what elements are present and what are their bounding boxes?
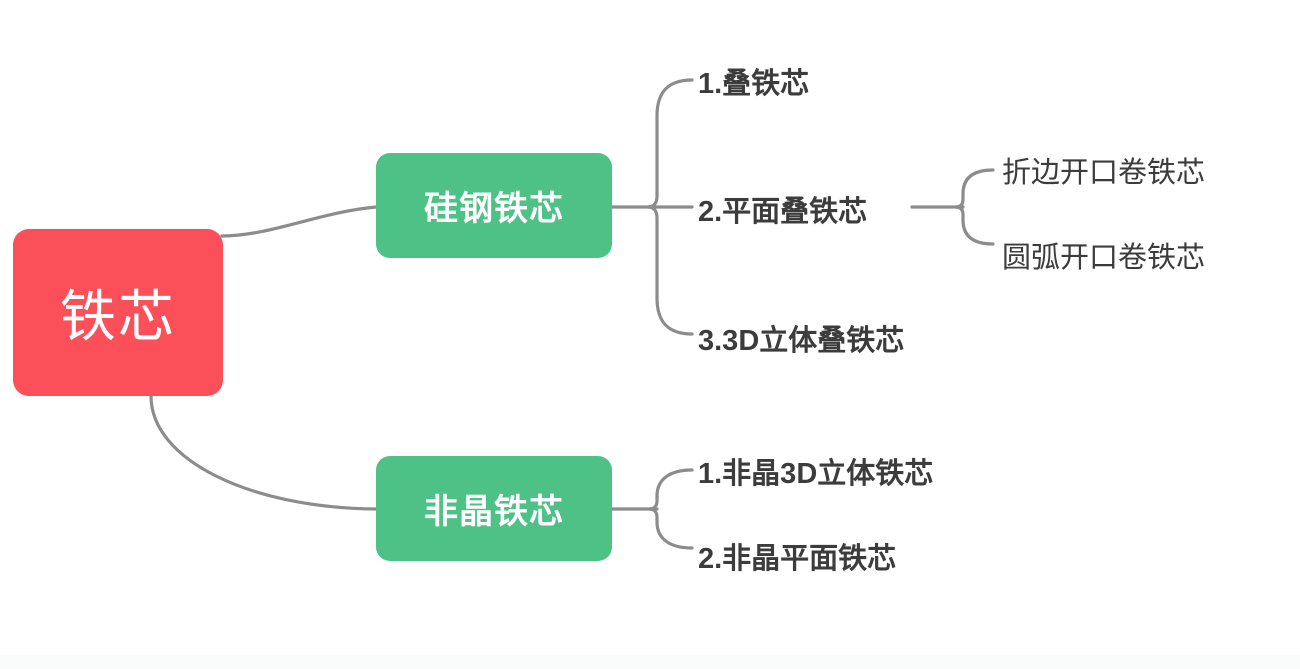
branch-node-amorphous-core[interactable]: 非晶铁芯 xyxy=(376,456,612,561)
branch-node-label: 非晶铁芯 xyxy=(424,493,564,531)
branch-node-silicon-steel-core[interactable]: 硅钢铁芯 xyxy=(376,153,612,258)
bracket-branch-2 xyxy=(648,468,694,550)
edge-root-to-branch-2 xyxy=(149,394,378,511)
leaf-node-b2-2[interactable]: 2.非晶平面铁芯 xyxy=(698,543,897,575)
leaf-node-b1-2[interactable]: 2.平面叠铁芯 xyxy=(698,196,868,228)
root-node-label: 铁芯 xyxy=(60,285,176,348)
bottom-band xyxy=(0,655,1300,669)
subleaf-node-b1-2-1[interactable]: 折边开口卷铁芯 xyxy=(1002,157,1206,189)
root-node[interactable]: 铁芯 xyxy=(13,229,223,396)
subleaf-node-b1-2-2[interactable]: 圆弧开口卷铁芯 xyxy=(1002,242,1206,274)
leaf-node-b2-1[interactable]: 1.非晶3D立体铁芯 xyxy=(698,458,934,490)
branch-node-label: 硅钢铁芯 xyxy=(424,190,564,228)
bracket-leaf-2 xyxy=(955,168,995,246)
leaf-node-b1-1[interactable]: 1.叠铁芯 xyxy=(698,68,810,100)
bracket-branch-1 xyxy=(647,78,694,336)
leaf-node-b1-3[interactable]: 3.3D立体叠铁芯 xyxy=(698,325,905,357)
edge-root-to-branch-1 xyxy=(220,205,378,238)
